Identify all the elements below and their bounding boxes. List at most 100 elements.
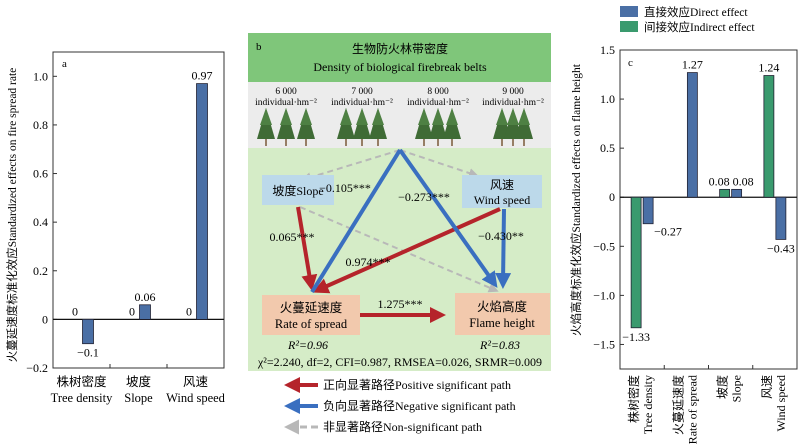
node-slope-label: 坡度Slope <box>272 183 323 198</box>
x-tick-label-en: Slope <box>730 375 744 402</box>
y-tick-label: −0.5 <box>593 239 615 253</box>
path-slope-ros <box>296 206 318 291</box>
tree-icon <box>369 108 387 146</box>
x-tick-label-zh: 株树密度 <box>56 374 107 389</box>
legend-negative-label: 负向显著路径Negative significant path <box>323 398 516 413</box>
y-tick-label: −1.5 <box>593 337 615 351</box>
x-tick-label-en: Rate of spread <box>685 375 699 444</box>
density-value: 9 000 <box>502 87 524 97</box>
y-tick-label: 0.2 <box>33 264 48 278</box>
legend-indirect-label: 间接效应Indirect effect <box>644 20 755 34</box>
model-fit: χ²=2.240, df=2, CFI=0.987, RMSEA=0.026, … <box>257 355 542 369</box>
density-value: 7 000 <box>351 87 373 97</box>
node-flame-en: Flame height <box>469 316 535 330</box>
y-tick-label: 0.5 <box>600 141 615 155</box>
x-tick-label-en: Slope <box>124 391 153 405</box>
x-tick-label-zh: 火蔓延速度 <box>670 375 685 435</box>
y-tick-label: −0.2 <box>26 361 48 375</box>
coef-density-flame: −0.273*** <box>398 190 450 204</box>
data-label: 0 <box>129 304 135 318</box>
data-label: 1.27 <box>682 58 703 72</box>
x-tick-label-en: Wind speed <box>774 375 788 432</box>
data-label: 1.24 <box>758 61 779 75</box>
legend-positive-label: 正向显著路径Positive significant path <box>323 377 511 392</box>
diagram-title-zh: 生物防火林带密度 <box>352 41 448 56</box>
chart-c: 火焰高度标准化效应Standardized effects on flame h… <box>569 5 798 444</box>
bar-direct-effect <box>642 196 654 225</box>
legend-direct-label: 直接效应Direct effect <box>644 5 748 19</box>
data-label: 0.08 <box>733 174 754 188</box>
r2-flame: R²=0.83 <box>479 338 520 352</box>
path-density-slope <box>301 149 401 183</box>
path-slope-flame <box>299 206 499 293</box>
y-tick-label: 1.5 <box>600 43 615 57</box>
y-tick-label: 0.4 <box>33 215 48 229</box>
tree-icon <box>277 108 295 146</box>
bar-direct-effect <box>139 304 151 320</box>
bar-indirect-effect <box>763 75 775 198</box>
node-slope <box>262 175 334 205</box>
x-tick-label-zh: 风速 <box>760 375 774 399</box>
x-tick-label-en: Wind speed <box>166 391 226 405</box>
legend-direct-swatch <box>620 6 638 17</box>
coef-density-ros: −0.105*** <box>319 181 371 195</box>
path-wind-flame <box>495 208 512 289</box>
node-flame-zh: 火焰高度 <box>477 299 528 314</box>
coef-slope-ros: 0.065*** <box>270 230 315 244</box>
tree-icon <box>415 108 433 146</box>
r2-ros: R²=0.96 <box>287 338 328 352</box>
coef-wind-ros: 0.974*** <box>346 255 391 269</box>
node-ros-en: Rate of spread <box>275 317 348 331</box>
data-label: 0.97 <box>192 69 213 83</box>
y-tick-label: 0 <box>42 312 48 326</box>
data-label: −0.27 <box>654 225 682 239</box>
density-unit: individual·hm⁻² <box>331 98 393 108</box>
x-tick-label-zh: 坡度 <box>126 374 152 389</box>
density-value: 8 000 <box>427 87 449 97</box>
x-tick-label-zh: 株树密度 <box>626 375 641 423</box>
y-tick-label: 1.0 <box>33 69 48 83</box>
data-label: 0.08 <box>709 174 730 188</box>
data-label: −0.1 <box>77 346 99 360</box>
x-tick-label-en: Tree density <box>641 375 655 434</box>
data-label: 0.06 <box>135 290 156 304</box>
path-density-flame <box>398 148 498 288</box>
bar-direct-effect <box>686 72 698 198</box>
diagram-header <box>248 33 551 82</box>
tree-icon <box>443 108 461 146</box>
node-wind-zh: 风速 <box>490 178 514 192</box>
tree-icon <box>429 108 447 146</box>
node-wind-en: Wind speed <box>474 193 531 207</box>
density-unit: individual·hm⁻² <box>482 98 544 108</box>
panel-label-b: b <box>256 41 262 53</box>
density-unit: individual·hm⁻² <box>407 98 469 108</box>
x-tick-label-zh: 坡度 <box>715 375 730 399</box>
node-ros-zh: 火蔓延速度 <box>280 300 343 315</box>
data-label: 0 <box>72 304 78 318</box>
path-density-ros <box>310 148 402 294</box>
legend-indirect-swatch <box>620 21 638 32</box>
tree-icon <box>297 108 315 146</box>
y-tick-label: −1.0 <box>593 288 615 302</box>
tree-icon <box>353 108 371 146</box>
node-flame <box>455 293 550 335</box>
panel-label-c: c <box>628 57 633 69</box>
bar-direct-effect <box>731 188 743 198</box>
diagram-title-en: Density of biological firebreak belts <box>313 60 487 74</box>
y-tick-label: 0.8 <box>33 118 48 132</box>
x-tick-label-en: Tree density <box>51 391 113 405</box>
data-label: −1.33 <box>622 330 650 344</box>
path-wind-ros <box>312 207 501 294</box>
tree-icon <box>257 108 275 146</box>
chart-a: 火蔓延速度标准化效应Standardized effects on fire s… <box>5 51 226 405</box>
chart-a-ylabel: 火蔓延速度标准化效应Standardized effects on fire s… <box>5 68 19 363</box>
legend-ns-label: 非显著路径Non-significant path <box>323 419 482 434</box>
tree-icon <box>337 108 355 146</box>
data-label: 0 <box>186 304 192 318</box>
node-wind <box>462 175 542 208</box>
panel-label-a: a <box>62 58 67 70</box>
coef-ros-flame: 1.275*** <box>378 297 423 311</box>
y-tick-label: 1.0 <box>600 92 615 106</box>
y-tick-label: 0 <box>609 190 615 204</box>
